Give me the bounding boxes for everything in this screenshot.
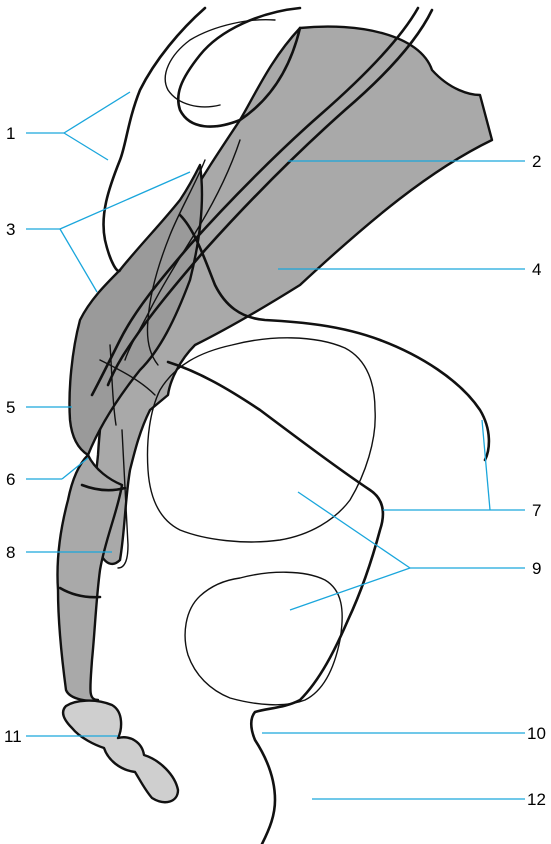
label-9: 9 [532, 559, 541, 578]
label-2: 2 [532, 152, 541, 171]
label-12: 12 [527, 790, 546, 809]
label-10: 10 [527, 724, 546, 743]
shaded-appendage-11 [63, 701, 178, 803]
label-1: 1 [6, 124, 15, 143]
cavity-upper [148, 338, 376, 542]
label-11: 11 [4, 727, 22, 746]
shaded-finger-lower [57, 455, 122, 701]
label-3: 3 [6, 220, 15, 239]
label-5: 5 [6, 398, 15, 417]
cavity-lower [185, 572, 342, 705]
leader-1-branch-b [64, 133, 108, 160]
label-7: 7 [532, 501, 541, 520]
leader-3-branch-b [60, 229, 97, 292]
label-6: 6 [6, 470, 15, 489]
label-8: 8 [6, 543, 15, 562]
outline-curve-7 [168, 362, 383, 844]
leader-9-branch-a [298, 492, 410, 568]
label-4: 4 [532, 260, 541, 279]
leader-1-branch-a [64, 92, 130, 133]
